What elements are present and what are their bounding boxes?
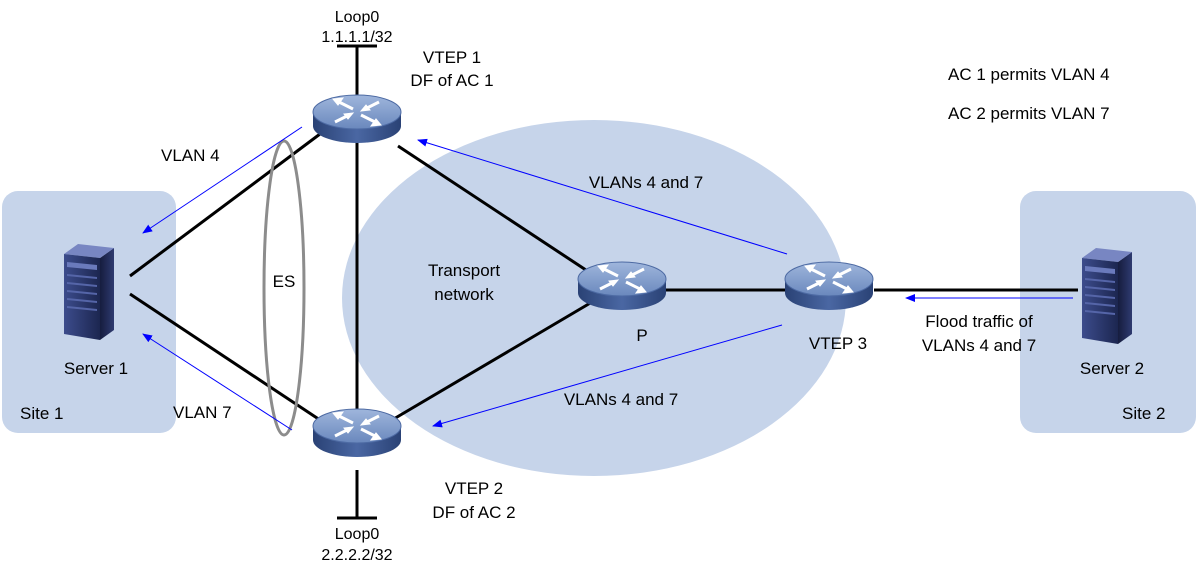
link-server1-vtep1: [129, 132, 321, 278]
arrow-vtep3-to-vtep2: [432, 324, 783, 428]
arrow-vtep1-to-server1: [142, 126, 303, 234]
vtep1-role: DF of AC 1: [410, 71, 493, 90]
vlan4-label: VLAN 4: [161, 146, 220, 165]
vtep2-router-icon: [311, 407, 403, 459]
ac1-note: AC 1 permits VLAN 4: [948, 65, 1110, 84]
flood-label-line2: VLANs 4 and 7: [922, 336, 1036, 355]
es-ring: [262, 139, 306, 437]
p-router-icon: [576, 260, 668, 312]
arrow-vtep2-to-server1: [142, 333, 293, 431]
link-vtep2-p: [391, 300, 593, 422]
links: [129, 44, 1078, 520]
p-router-label: P: [636, 326, 647, 345]
link-vtep1-p: [397, 144, 593, 276]
vtep2-loopback-name: Loop0: [335, 526, 380, 543]
upper-flow-label: VLANs 4 and 7: [589, 173, 703, 192]
ac2-note: AC 2 permits VLAN 7: [948, 104, 1110, 123]
arrow-vtep3-to-vtep1: [417, 138, 788, 255]
server1-label: Server 1: [64, 359, 128, 378]
vtep1-name: VTEP 1: [423, 48, 481, 67]
flood-arrows: [142, 126, 1073, 431]
link-server1-vtep2: [129, 292, 321, 422]
site1-label: Site 1: [20, 404, 63, 423]
flood-label-line1: Flood traffic of: [925, 312, 1033, 331]
vtep1-loopback-ip: 1.1.1.1/32: [321, 29, 392, 46]
vtep2-name: VTEP 2: [445, 479, 503, 498]
transport-label-line1: Transport: [428, 261, 500, 280]
server1-icon: [64, 244, 114, 340]
vtep2-loopback-ip: 2.2.2.2/32: [321, 547, 392, 564]
server2-label: Server 2: [1080, 359, 1144, 378]
vtep3-router-icon: [783, 260, 875, 312]
vtep2-role: DF of AC 2: [432, 503, 515, 522]
vtep1-router-icon: [311, 93, 403, 145]
transport-label-line2: network: [434, 285, 494, 304]
es-label: ES: [273, 272, 296, 291]
vtep3-label: VTEP 3: [809, 334, 867, 353]
site2-label: Site 2: [1122, 404, 1165, 423]
lower-flow-label: VLANs 4 and 7: [564, 390, 678, 409]
vtep1-loopback-name: Loop0: [335, 9, 380, 26]
server2-icon: [1082, 248, 1132, 344]
vlan7-label: VLAN 7: [173, 403, 232, 422]
